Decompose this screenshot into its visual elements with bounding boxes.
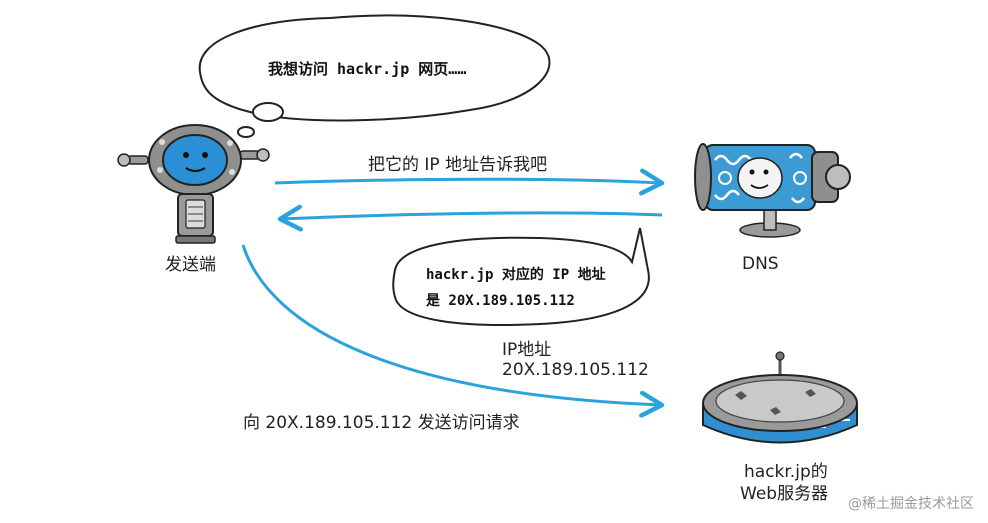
sender-robot-icon [117, 124, 270, 244]
ip-label-line1: IP地址 [502, 340, 552, 360]
dns-bubble-line1: hackr.jp 对应的 IP 地址 [426, 267, 606, 283]
server-label-line1: hackr.jp的 [744, 462, 828, 482]
dns-bubble-line2: 是 20X.189.105.112 [426, 293, 575, 309]
thought-bubble-text: 我想访问 hackr.jp 网页…… [268, 60, 467, 78]
watermark: @稀土掘金技术社区 [848, 496, 974, 512]
query-arrow [274, 168, 665, 196]
sender-label: 发送端 [165, 255, 216, 275]
response-arrow [277, 204, 663, 232]
request-arrow [241, 244, 665, 418]
ip-label-line2: 20X.189.105.112 [502, 360, 649, 380]
server-label-line2: Web服务器 [740, 484, 829, 504]
request-arrow-label: 向 20X.189.105.112 发送访问请求 [243, 413, 520, 433]
web-server-icon [702, 351, 858, 444]
thought-bubble [198, 14, 551, 138]
dns-label: DNS [742, 254, 779, 274]
dns-speech-bubble [392, 227, 650, 326]
dns-server-icon [694, 143, 851, 238]
query-arrow-label: 把它的 IP 地址告诉我吧 [368, 155, 548, 175]
